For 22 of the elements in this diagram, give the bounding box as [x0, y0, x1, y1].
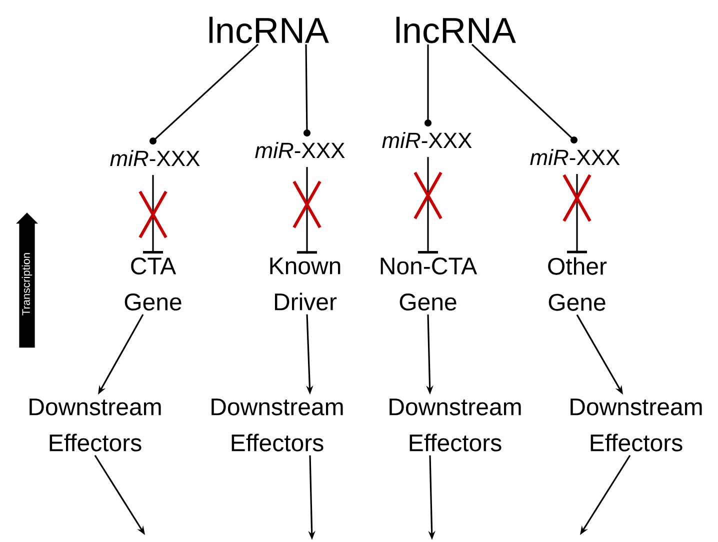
inhibition-line: [297, 166, 317, 254]
inhibition-line: [143, 174, 163, 254]
inhibition-line: [567, 174, 587, 254]
gene-label: Non-CTA Gene: [380, 258, 478, 310]
lncrna-label: lncRNA: [396, 16, 516, 44]
effector-label: Downstream Effectors: [30, 398, 161, 452]
effector-label: Downstream Effectors: [570, 398, 702, 452]
inhibition-line: [418, 156, 438, 254]
mirna-label: miR-XXX: [255, 142, 345, 158]
mirna-label: miR-XXX: [110, 150, 200, 166]
connector-line: [471, 44, 578, 144]
mirna-label: miR-XXX: [530, 149, 620, 165]
lncrna-label: lncRNA: [209, 16, 329, 44]
gene-label: Known Driver: [270, 258, 340, 310]
gene-label: CTA Gene: [124, 258, 182, 310]
effector-label: Downstream Effectors: [390, 398, 521, 452]
effector-label: Downstream Effectors: [212, 398, 343, 452]
connector-line: [304, 44, 310, 137]
gene-label: Other Gene: [548, 257, 607, 311]
connector-line: [424, 44, 432, 127]
mirna-label: miR-XXX: [382, 132, 472, 148]
connector-line: [150, 44, 259, 145]
